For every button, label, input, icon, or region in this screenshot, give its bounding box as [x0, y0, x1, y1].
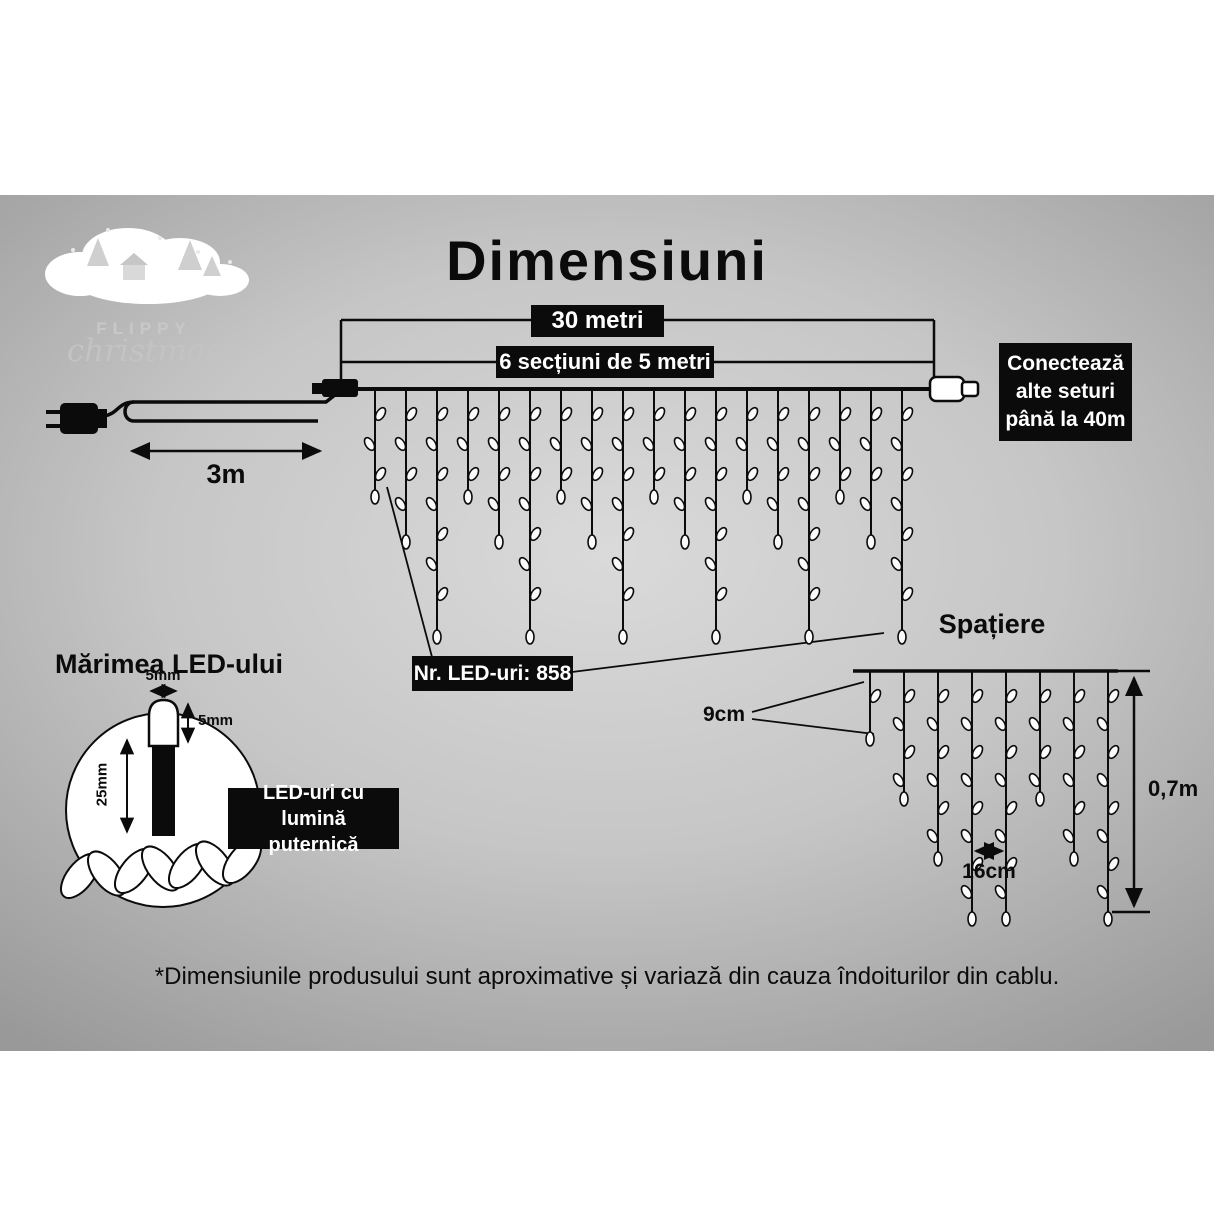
drop-spacing-label: 16cm — [962, 860, 1016, 883]
logo-trees-icon — [87, 238, 221, 276]
spacing-section-title: Spațiere — [938, 609, 1046, 639]
total-length-label: 30 metri — [531, 305, 664, 337]
light-curtain-drops — [363, 390, 1120, 927]
lead-length-label: 3m — [206, 459, 246, 489]
body-length-label: 25mm — [93, 762, 111, 807]
flippy-christmas-logo: FLIPPY christmas — [28, 212, 260, 369]
connector-right-icon — [928, 375, 980, 403]
led-count-label: Nr. LED-uri: 858 — [412, 656, 573, 691]
disclaimer-text: *Dimensiunile produsului sunt aproximati… — [154, 963, 1060, 990]
connect-sets-note: Conectează alte seturi până la 40m — [999, 343, 1132, 441]
connector-left-icon — [312, 379, 358, 397]
drop-length-label: 0,7m — [1148, 776, 1199, 801]
bulb-spacing-label: 9cm — [703, 703, 746, 726]
bulb-height-label: 5mm — [198, 712, 234, 729]
led-size-arrows — [119, 683, 196, 834]
logo-script-text: christmas — [66, 333, 222, 369]
led-bulb-drawing — [147, 698, 180, 836]
power-plug-icon — [46, 403, 107, 434]
page-title: Dimensiuni — [446, 229, 768, 292]
gray-background — [0, 195, 1214, 1051]
led-brightness-note: LED-uri cu lumină puternică — [228, 782, 399, 856]
logo-brand-text: FLIPPY — [96, 319, 192, 338]
logo-cloud-illustration — [45, 228, 249, 304]
rope-cable-drawing — [59, 838, 263, 899]
sections-label: 6 secțiuni de 5 metri — [496, 346, 714, 378]
led-size-section-title: Mărimea LED-ului — [55, 649, 284, 679]
lead-wire — [103, 389, 342, 460]
logo-snow-dots — [71, 228, 232, 264]
logo-house-icon — [120, 253, 148, 280]
spacing-dimension-lines — [751, 669, 1150, 914]
leader-lines-led-count — [386, 486, 885, 673]
bulb-width-label: 5mm — [145, 667, 181, 684]
